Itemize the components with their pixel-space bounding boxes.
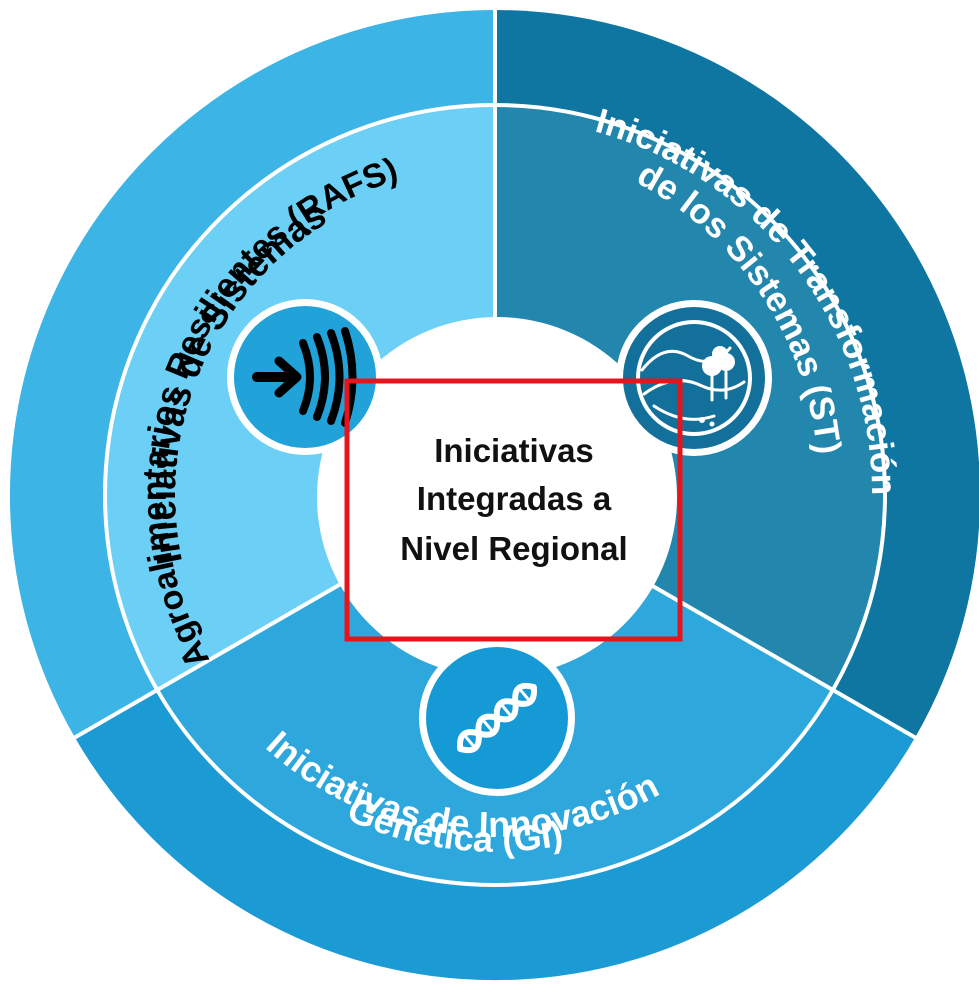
center-label: Iniciativas Integradas a Nivel Regional [400, 432, 627, 567]
center-circle [317, 317, 677, 677]
center-label-line1: Iniciativas [434, 432, 594, 469]
center-label-line2: Integradas a [417, 480, 612, 517]
landscape-icon [616, 300, 772, 456]
arrow-waves-icon [227, 299, 383, 455]
highlight-box [344, 378, 683, 642]
center-label-line3: Nivel Regional [400, 530, 627, 567]
dna-icon [419, 640, 575, 796]
